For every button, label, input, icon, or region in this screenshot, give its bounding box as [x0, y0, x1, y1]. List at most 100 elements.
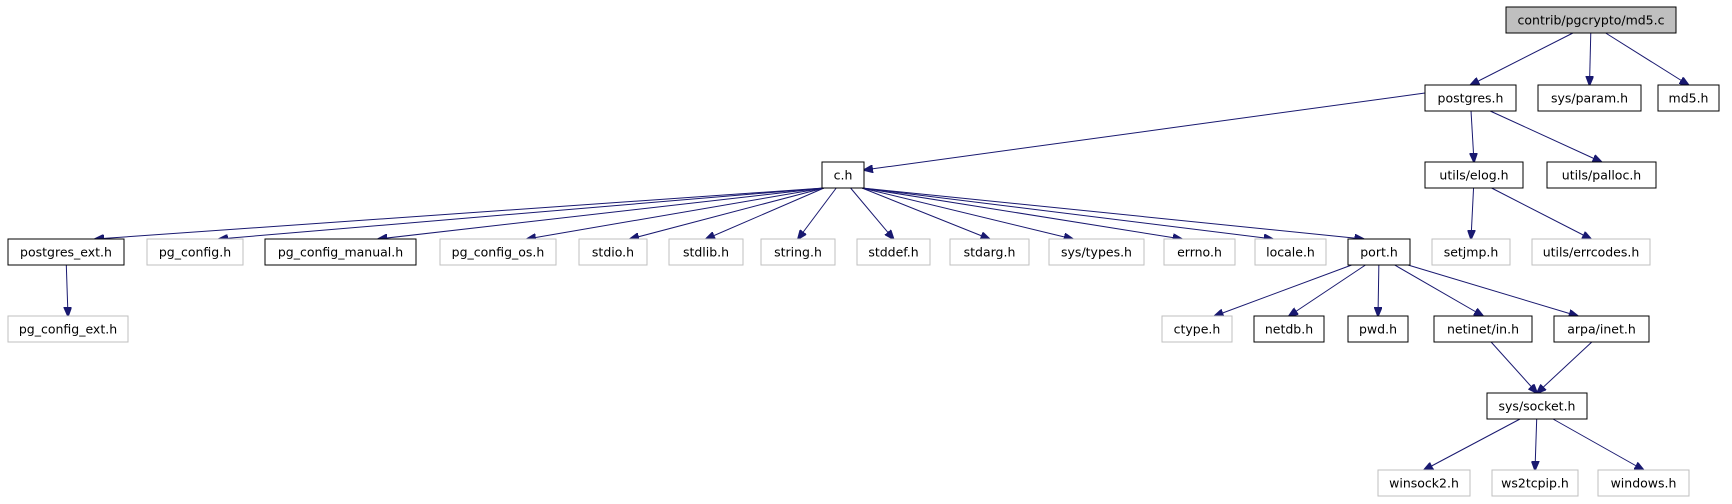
node-label: netinet/in.h: [1447, 322, 1519, 337]
edge-port-to-netinet: [1394, 264, 1483, 316]
edge-arpa-to-socket: [1537, 341, 1593, 393]
node-label: sys/param.h: [1551, 91, 1628, 106]
node-sys-param-h[interactable]: sys/param.h: [1537, 84, 1642, 112]
node-arpa-inet-h[interactable]: arpa/inet.h: [1553, 315, 1650, 343]
edge-md5c-to-md5h: [1605, 32, 1689, 85]
node-stdlib-h[interactable]: stdlib.h: [668, 238, 744, 266]
node-netinet-in-h[interactable]: netinet/in.h: [1433, 315, 1533, 343]
node-label: pg_config_manual.h: [278, 245, 403, 260]
node-label: md5.h: [1669, 91, 1709, 106]
node-stdarg-h[interactable]: stdarg.h: [949, 238, 1030, 266]
edge-ch-to-errno: [861, 187, 1182, 239]
edge-ch-to-locale: [861, 187, 1273, 239]
node-pg-config-ext-h[interactable]: pg_config_ext.h: [7, 315, 129, 343]
edge-ch-to-stdarg: [861, 187, 990, 239]
edge-netinet-to-socket: [1490, 341, 1537, 393]
node-port-h[interactable]: port.h: [1347, 238, 1411, 266]
node-box: [1433, 315, 1533, 343]
edge-ch-to-pgmanual: [378, 187, 825, 239]
edge-port-to-arpa: [1407, 264, 1578, 316]
node-winsock2-h[interactable]: winsock2.h: [1377, 469, 1471, 497]
edge-pgext-to-pgconfigext: [66, 264, 68, 316]
node-label: stdarg.h: [964, 245, 1016, 260]
edge-ch-to-stdlib: [706, 187, 825, 239]
node-box: [1597, 469, 1690, 497]
node-box: [439, 238, 557, 266]
edge-port-to-pwd: [1378, 264, 1379, 316]
edge-ch-to-systypes: [861, 187, 1073, 239]
node-postgres-ext-h[interactable]: postgres_ext.h: [7, 238, 125, 266]
node-box: [1537, 84, 1642, 112]
node-label: stdlib.h: [683, 245, 729, 260]
node-box: [1347, 238, 1411, 266]
edge-ch-to-port: [861, 187, 1364, 239]
node-label: pg_config_ext.h: [19, 322, 117, 337]
node-box: [1163, 238, 1236, 266]
node-box: [1161, 315, 1233, 343]
node-pg-config-h[interactable]: pg_config.h: [146, 238, 244, 266]
node-label: arpa/inet.h: [1567, 322, 1636, 337]
node-label: pg_config_os.h: [452, 245, 545, 260]
node-string-h[interactable]: string.h: [760, 238, 836, 266]
node-stdio-h[interactable]: stdio.h: [578, 238, 648, 266]
node-setjmp-h[interactable]: setjmp.h: [1431, 238, 1511, 266]
edge-socket-to-winsock2: [1424, 418, 1521, 470]
node-pwd-h[interactable]: pwd.h: [1347, 315, 1409, 343]
node-locale-h[interactable]: locale.h: [1254, 238, 1327, 266]
node-box: [1553, 315, 1650, 343]
edge-ch-to-stddef: [850, 187, 894, 239]
node-utils-errcodes-h[interactable]: utils/errcodes.h: [1531, 238, 1651, 266]
node-errno-h[interactable]: errno.h: [1163, 238, 1236, 266]
node-box: [7, 238, 125, 266]
node-box: [668, 238, 744, 266]
node-label: pwd.h: [1359, 322, 1397, 337]
node-label: c.h: [834, 168, 853, 183]
node-c-h[interactable]: c.h: [821, 161, 865, 189]
edge-ch-to-string: [798, 187, 837, 239]
edge-ch-to-pgext: [95, 187, 825, 239]
node-box: [1505, 6, 1677, 34]
node-utils-palloc-h[interactable]: utils/palloc.h: [1546, 161, 1657, 189]
node-label: utils/palloc.h: [1562, 168, 1641, 183]
node-label: postgres_ext.h: [20, 245, 112, 260]
node-sys-types-h[interactable]: sys/types.h: [1048, 238, 1145, 266]
node-label: errno.h: [1177, 245, 1222, 260]
node-pg-config-os-h[interactable]: pg_config_os.h: [439, 238, 557, 266]
node-label: port.h: [1360, 245, 1398, 260]
node-ws2tcpip-h[interactable]: ws2tcpip.h: [1491, 469, 1579, 497]
node-netdb-h[interactable]: netdb.h: [1253, 315, 1325, 343]
node-ctype-h[interactable]: ctype.h: [1161, 315, 1233, 343]
node-label: windows.h: [1611, 476, 1677, 491]
node-box: [264, 238, 417, 266]
edge-elog-to-setjmp: [1471, 187, 1474, 239]
edge-port-to-netdb: [1289, 264, 1366, 316]
node-box: [1491, 469, 1579, 497]
node-pg-config-manual-h[interactable]: pg_config_manual.h: [264, 238, 417, 266]
node-label: setjmp.h: [1444, 245, 1499, 260]
node-box: [578, 238, 648, 266]
node-postgres-h[interactable]: postgres.h: [1424, 84, 1517, 112]
node-box: [1253, 315, 1325, 343]
node-contrib-pgcrypto-md5-c[interactable]: contrib/pgcrypto/md5.c: [1505, 6, 1677, 34]
node-label: sys/socket.h: [1499, 399, 1576, 414]
node-box: [1546, 161, 1657, 189]
edge-ch-to-pgos: [527, 187, 825, 239]
node-stddef-h[interactable]: stddef.h: [856, 238, 931, 266]
node-label: sys/types.h: [1061, 245, 1132, 260]
node-label: locale.h: [1266, 245, 1315, 260]
node-label: pg_config.h: [159, 245, 231, 260]
edge-postgres-to-palloc: [1489, 110, 1601, 162]
node-box: [1347, 315, 1409, 343]
node-box: [1424, 84, 1517, 112]
node-utils-elog-h[interactable]: utils/elog.h: [1424, 161, 1524, 189]
node-md5-h[interactable]: md5.h: [1657, 84, 1720, 112]
node-label: netdb.h: [1265, 322, 1313, 337]
node-box: [1048, 238, 1145, 266]
node-box: [7, 315, 129, 343]
node-windows-h[interactable]: windows.h: [1597, 469, 1690, 497]
node-label: ws2tcpip.h: [1501, 476, 1569, 491]
edge-postgres-to-ch: [864, 92, 1426, 170]
node-label: utils/errcodes.h: [1543, 245, 1640, 260]
node-sys-socket-h[interactable]: sys/socket.h: [1486, 392, 1588, 420]
node-box: [760, 238, 836, 266]
